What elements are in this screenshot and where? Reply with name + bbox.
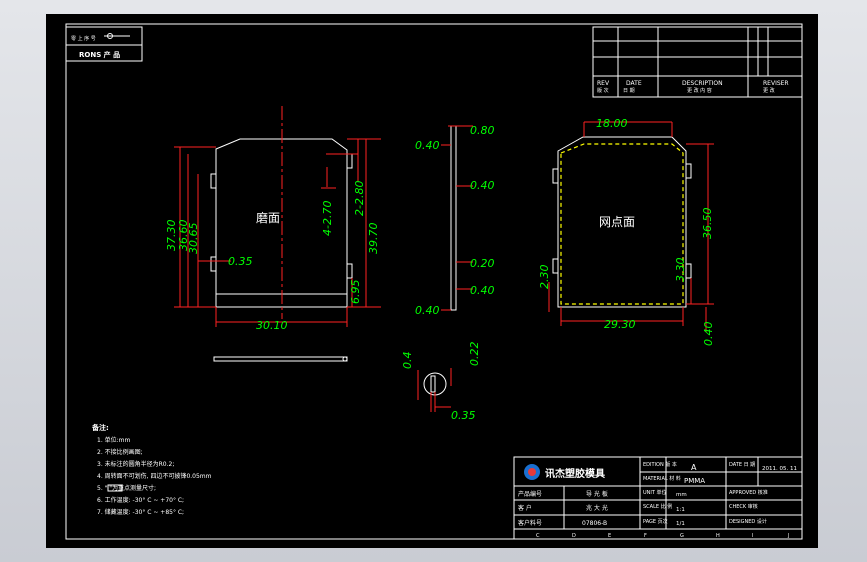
dim-dot-230: 2.30: [538, 265, 551, 290]
top-left-box: 零 上 序 号 RONS 产 品: [65, 26, 143, 62]
zone-e: E: [608, 533, 611, 539]
dim-left-h2: 36.60: [177, 220, 190, 252]
zone-row: C D E F G H I J: [536, 533, 789, 539]
note-4: 4. 周转面不可划伤, 四边不可披锋0.05mm: [97, 472, 212, 480]
material-label: MATERIAL 材 料: [643, 475, 681, 482]
zone-d: D: [572, 533, 576, 539]
drawing-canvas: 零 上 序 号 RONS 产 品 REV 版 次 DATE 日 期 DESCRI…: [65, 23, 803, 540]
company-name: 讯杰塑胶模具: [545, 467, 605, 480]
dim-side-040-d: 0.40: [415, 304, 440, 317]
dim-left-h3: 30.65: [187, 223, 200, 255]
note-2: 2. 不接比例画图;: [97, 448, 143, 456]
date-value: 2011. 05. 11: [762, 466, 797, 472]
date-header: DATE: [626, 80, 642, 87]
dim-dot-height: 36.50: [701, 208, 714, 240]
dim-width: 30.10: [256, 319, 288, 332]
dot-face-label: 网点面: [599, 215, 635, 229]
notes: 备注: 1. 单位:mm 2. 不接比例画图; 3. 未标注的圆角半径为R0.2…: [91, 423, 212, 516]
dim-dot-width: 29.30: [604, 318, 636, 331]
zone-i: I: [752, 533, 753, 539]
material-value: PMMA: [684, 477, 705, 485]
part-label: 客户料号: [518, 519, 542, 527]
unit-label: UNIT 单位: [643, 489, 667, 496]
dim-side-040-c: 0.40: [470, 284, 495, 297]
date-header-cn: 日 期: [623, 88, 635, 94]
description-header-cn: 更 改 内 容: [687, 87, 712, 94]
zone-j: J: [787, 533, 789, 539]
page-value: 1/1: [676, 521, 685, 527]
customer-value: 兆 大 光: [586, 504, 608, 512]
rev-header-cn: 版 次: [597, 87, 609, 94]
dot-pattern-area: [560, 143, 684, 305]
approved-label: APPROVED 核准: [729, 489, 768, 496]
zone-f: F: [644, 533, 647, 539]
rev-header: REV: [597, 80, 610, 87]
dim-left-h1: 37.30: [165, 220, 178, 252]
dim-right-695: 6.95: [349, 280, 362, 305]
unit-value: mm: [676, 492, 687, 498]
dim-detail-035: 0.35: [451, 409, 476, 422]
matte-face-label: 磨面: [256, 211, 280, 225]
side-view: [441, 125, 473, 311]
date-label: DATE 日 期: [729, 462, 755, 468]
dim-dot-330: 3.30: [674, 258, 687, 283]
detail-view: [417, 368, 452, 412]
top-left-small-text: 零 上 序 号: [71, 35, 96, 42]
side-outline: [450, 125, 457, 311]
zone-g: G: [680, 533, 684, 539]
check-label: CHECK 审核: [729, 503, 758, 510]
note-1: 1. 单位:mm: [97, 436, 130, 444]
dim-rib-step: 4-2.70: [321, 201, 334, 236]
dim-dot-040: 0.40: [702, 322, 715, 347]
note-3: 3. 未标注的圆角半径为R0.2;: [97, 460, 174, 468]
designed-label: DESIGNED 设计: [729, 518, 767, 525]
customer-label: 客 户: [518, 504, 532, 512]
dim-top-bevel: 2-2.80: [353, 181, 366, 216]
notes-title: 备注:: [91, 423, 109, 432]
dim-side-040-b: 0.40: [470, 179, 495, 192]
zone-c: C: [536, 533, 540, 539]
note-6: 6. 工作温度: -30° C ~ +70° C;: [97, 496, 184, 504]
rons-label: RONS 产 品: [79, 50, 120, 59]
note-7: 7. 储藏温度: -30° C ~ +85° C;: [97, 508, 184, 516]
dim-side-020: 0.20: [470, 257, 495, 270]
scale-label: SCALE 比 例: [643, 503, 672, 510]
reviser-header-cn: 更 改: [763, 87, 775, 94]
edition-label: EDITION 版 本: [643, 461, 677, 468]
dim-height-total: 39.70: [367, 223, 380, 255]
dot-outline: [557, 136, 687, 308]
edge-view: [213, 356, 348, 362]
drawing-border: [65, 23, 803, 540]
drawing-sheet: 零 上 序 号 RONS 产 品 REV 版 次 DATE 日 期 DESCRI…: [46, 14, 818, 548]
page-label: PAGE 页次: [643, 518, 668, 525]
description-header: DESCRIPTION: [682, 80, 723, 87]
dim-side-080: 0.80: [470, 124, 495, 137]
reviser-header: REVISER: [763, 80, 789, 87]
revision-table: REV 版 次 DATE 日 期 DESCRIPTION 更 改 内 容 REV…: [592, 26, 803, 98]
edition-value: A: [691, 463, 697, 472]
note-5: 5. " "为重点测量尺寸;: [97, 484, 156, 492]
dim-dot-top: 18.00: [596, 117, 628, 130]
dim-detail-022: 0.22: [468, 342, 481, 367]
part-value: 07806-B: [582, 520, 607, 527]
project-value: 导 光 板: [586, 490, 608, 498]
front-view: 磨面: [174, 106, 381, 327]
dim-left-035: 0.35: [228, 255, 253, 268]
dim-detail-04: 0.4: [401, 352, 414, 370]
project-label: 产品编号: [518, 490, 542, 498]
zone-h: H: [716, 533, 720, 539]
title-block: 讯杰塑胶模具 EDITION 版 本 A DATE 日 期 2011. 05. …: [513, 456, 803, 540]
dot-view: 网点面: [548, 121, 714, 332]
scale-value: 1:1: [676, 507, 685, 513]
dim-side-040-a: 0.40: [415, 139, 440, 152]
